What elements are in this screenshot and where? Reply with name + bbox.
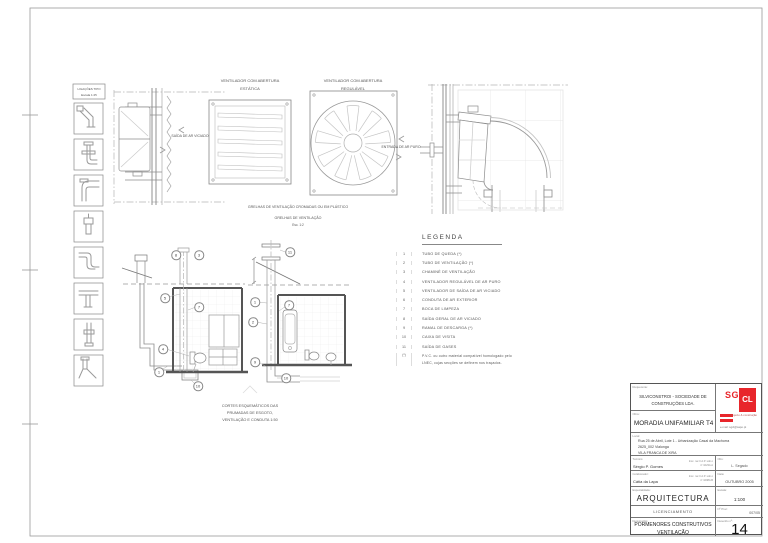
- location-address: Rua 25 de Abril, Lote 1 - Urbanização Ca…: [638, 439, 730, 443]
- process-number: 007/05: [749, 511, 760, 515]
- logo-cell: SG CL projecto & construção e-mail: sgcl…: [716, 384, 763, 433]
- pipe-elbow-45-icon: [76, 105, 96, 128]
- obs-value: L. Segado: [731, 464, 748, 468]
- callout-bubble: 9: [250, 357, 260, 367]
- callout-bubble: 7: [194, 302, 204, 312]
- fittings-box-scale: Escala 1:25: [81, 93, 97, 97]
- logo-tagline: projecto & construção: [729, 413, 757, 417]
- client-name: SILVICONSTROI - SOCIEDADE DE: [639, 393, 707, 399]
- work-cell: Obra: MORADIA UNIFAMILIAR T4: [631, 411, 716, 433]
- duct-elbow-detail-drawing: [420, 84, 568, 214]
- callout-bubble: 10: [281, 373, 291, 383]
- adjustable-vent-title: VENTILADOR COM ABERTURA REGULÁVEL: [323, 78, 383, 91]
- fresh-air-label: ENTRADA DE AR PURO: [381, 145, 421, 149]
- pipe-union-icon: [83, 322, 95, 347]
- fittings-box-title: LIGAÇÕES TIPO: [77, 87, 101, 91]
- section-b-drawing: [242, 240, 352, 394]
- specialty-cell: Especialidade: ARQUITECTURA: [631, 487, 716, 506]
- air-direction-arrows-out: [159, 126, 185, 154]
- callout-bubble: 2: [248, 317, 258, 327]
- sheet-number: 14: [731, 520, 748, 537]
- pipe-s-bend-icon: [78, 252, 100, 270]
- collaborator-cell: Colaborador: Cátia da Lapa Insc. na O.A.…: [631, 471, 716, 487]
- logo-cl-text: CL: [742, 395, 753, 404]
- callout-bubble: 3: [194, 250, 204, 260]
- sheet-frame: [22, 7, 763, 537]
- date-value: OUTUBRO 2005: [725, 479, 754, 484]
- client-label: Requerente:: [632, 385, 648, 389]
- phase-value: LICENCIAMENTO: [653, 509, 693, 514]
- logo-bar: [720, 414, 733, 417]
- callout-bubble: 4: [158, 344, 168, 354]
- sections-caption: CORTES ESQUEMÁTICOS DAS PRUMADAS DE ESGO…: [221, 404, 279, 423]
- collaborator-name: Cátia da Lapa: [633, 479, 658, 484]
- phase-cell: LICENCIAMENTO: [631, 506, 716, 518]
- pipe-y-branch-icon: [78, 356, 97, 379]
- scale-cell: Escala: 1:100: [716, 487, 763, 506]
- logo-bar: [720, 419, 733, 422]
- pipe-tee-icon: [78, 290, 99, 308]
- static-vent-title: VENTILADOR COM ABERTURA ESTÁTICA: [220, 78, 280, 91]
- air-direction-arrows-in: [395, 135, 405, 161]
- scale-value: 1:100: [733, 496, 746, 502]
- designation-cell: Designação: PORMENORES CONSTRUTIVOS VENT…: [631, 518, 716, 536]
- sheet-title: PORMENORES CONSTRUTIVOS: [634, 521, 712, 528]
- logo-sg-text: SG: [725, 390, 740, 400]
- pipe-fittings-column: [72, 83, 106, 387]
- client-cell: Requerente: SILVICONSTROI - SOCIEDADE DE…: [631, 384, 716, 411]
- pipe-clamp-icon: [81, 141, 98, 165]
- technician-cell: Técnico: Sérgio P. Gomes Insc. na O.A.P.…: [631, 456, 716, 471]
- title-block: Requerente: SILVICONSTROI - SOCIEDADE DE…: [630, 383, 763, 537]
- location-cell: Local: Rua 25 de Abril, Lote 1 - Urbaniz…: [631, 433, 763, 456]
- callout-bubble: 8: [171, 250, 181, 260]
- callout-bubble: 11: [285, 247, 295, 257]
- location-label: Local:: [632, 434, 640, 438]
- callout-bubble: 1: [250, 297, 260, 307]
- grilles-scale: Esc. 1:2: [292, 223, 304, 227]
- specialty-value: ARQUITECTURA: [636, 493, 710, 503]
- section-a-drawing: [121, 247, 248, 385]
- pipe-connector-icon: [83, 213, 94, 235]
- callout-bubble: 1: [154, 367, 164, 377]
- collaborator-registration: Insc. na O.A.P. sob o nº 10984-B: [688, 475, 713, 483]
- work-label: Obra:: [632, 412, 640, 416]
- technician-registration: Insc. na O.A.P. sob o nº 10234-A: [688, 460, 713, 468]
- grilles-title: GRELHAS DE VENTILAÇÃO: [274, 216, 322, 220]
- static-vent-grille-drawing: [208, 99, 292, 185]
- company-logo: CL: [739, 388, 756, 412]
- sheet-number-cell: Desenho nº: 14: [717, 519, 748, 537]
- callout-bubble: 5: [160, 293, 170, 303]
- stale-air-label: SAÍDA DE AR VICIADO: [171, 134, 209, 138]
- adjustable-vent-fan-drawing: [309, 90, 398, 196]
- pipe-elbow-90-icon: [79, 178, 100, 202]
- callout-bubble: 10: [193, 381, 203, 391]
- legend-footnote: (*) P.V.C. ou outro material compatível …: [396, 353, 518, 367]
- project-title: MORADIA UNIFAMILIAR T4: [634, 420, 714, 427]
- wall-vent-section-drawing: [113, 88, 226, 205]
- technician-name: Sérgio P. Gomes: [633, 464, 663, 469]
- fittings-box-label: LIGAÇÕES TIPO Escala 1:25: [73, 86, 105, 98]
- legend-title: LEGENDA: [422, 234, 502, 245]
- grilles-note: GRELHAS DE VENTILAÇÃO CROMADAS OU EM PLÁ…: [247, 205, 349, 209]
- callout-bubble: 7: [284, 300, 294, 310]
- logo-email: e-mail: sgcl@sapo.pt: [720, 425, 747, 429]
- process-cell: Nº Proc: 007/05: [716, 506, 763, 518]
- date-cell: Data: OUTUBRO 2005: [716, 471, 763, 487]
- obs-cell: Obs: L. Segado: [716, 456, 763, 471]
